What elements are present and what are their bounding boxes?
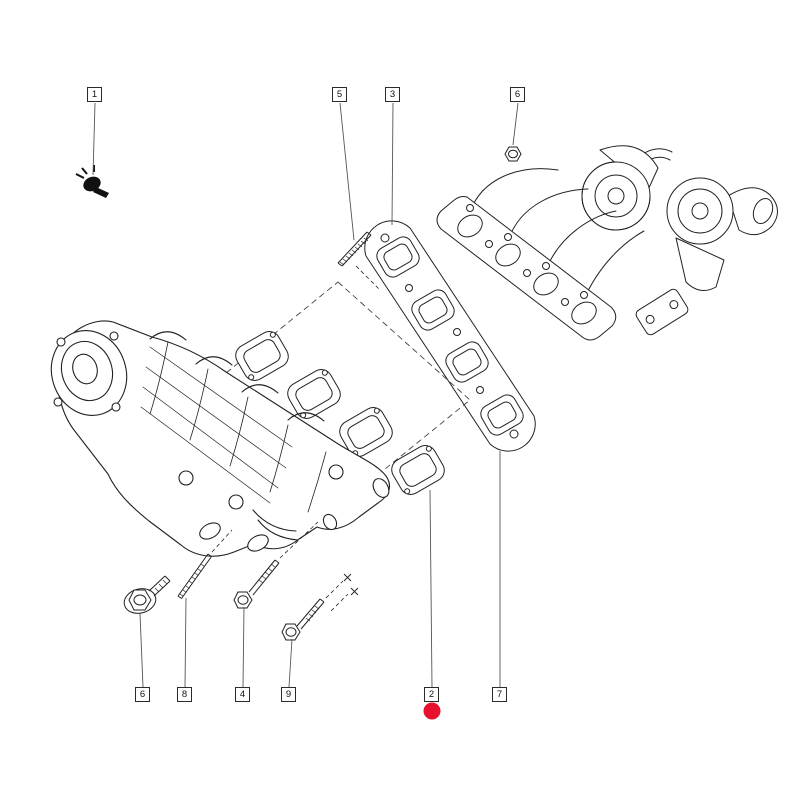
callout-9[interactable]: 9: [281, 687, 296, 702]
clip-part-1: [75, 165, 109, 198]
callout-2[interactable]: 2: [424, 687, 439, 702]
bolt-part-9: [281, 573, 359, 641]
exhaust-manifold-turbo-drawing: [436, 145, 778, 341]
leader-lines: [92, 102, 519, 688]
exhaust-gasket-drawing: [364, 220, 536, 452]
callout-6-top[interactable]: 6: [510, 87, 525, 102]
bolt-part-4: [233, 521, 319, 609]
stud-part-5: [337, 231, 381, 291]
callout-4[interactable]: 4: [235, 687, 250, 702]
intake-manifold-drawing: [50, 320, 390, 557]
callout-5[interactable]: 5: [332, 87, 347, 102]
highlight-dot: [423, 702, 441, 720]
callout-1[interactable]: 1: [87, 87, 102, 102]
assembly-x-marks: [343, 573, 359, 596]
callout-7[interactable]: 7: [492, 687, 507, 702]
callout-8[interactable]: 8: [177, 687, 192, 702]
callout-3[interactable]: 3: [385, 87, 400, 102]
intake-gasket-set-drawing: [209, 281, 471, 505]
callout-6-bottom[interactable]: 6: [135, 687, 150, 702]
nut-part-6-top: [504, 146, 522, 162]
stud-part-8: [177, 529, 233, 599]
flanged-bolt-part-6-bottom: [123, 575, 171, 614]
